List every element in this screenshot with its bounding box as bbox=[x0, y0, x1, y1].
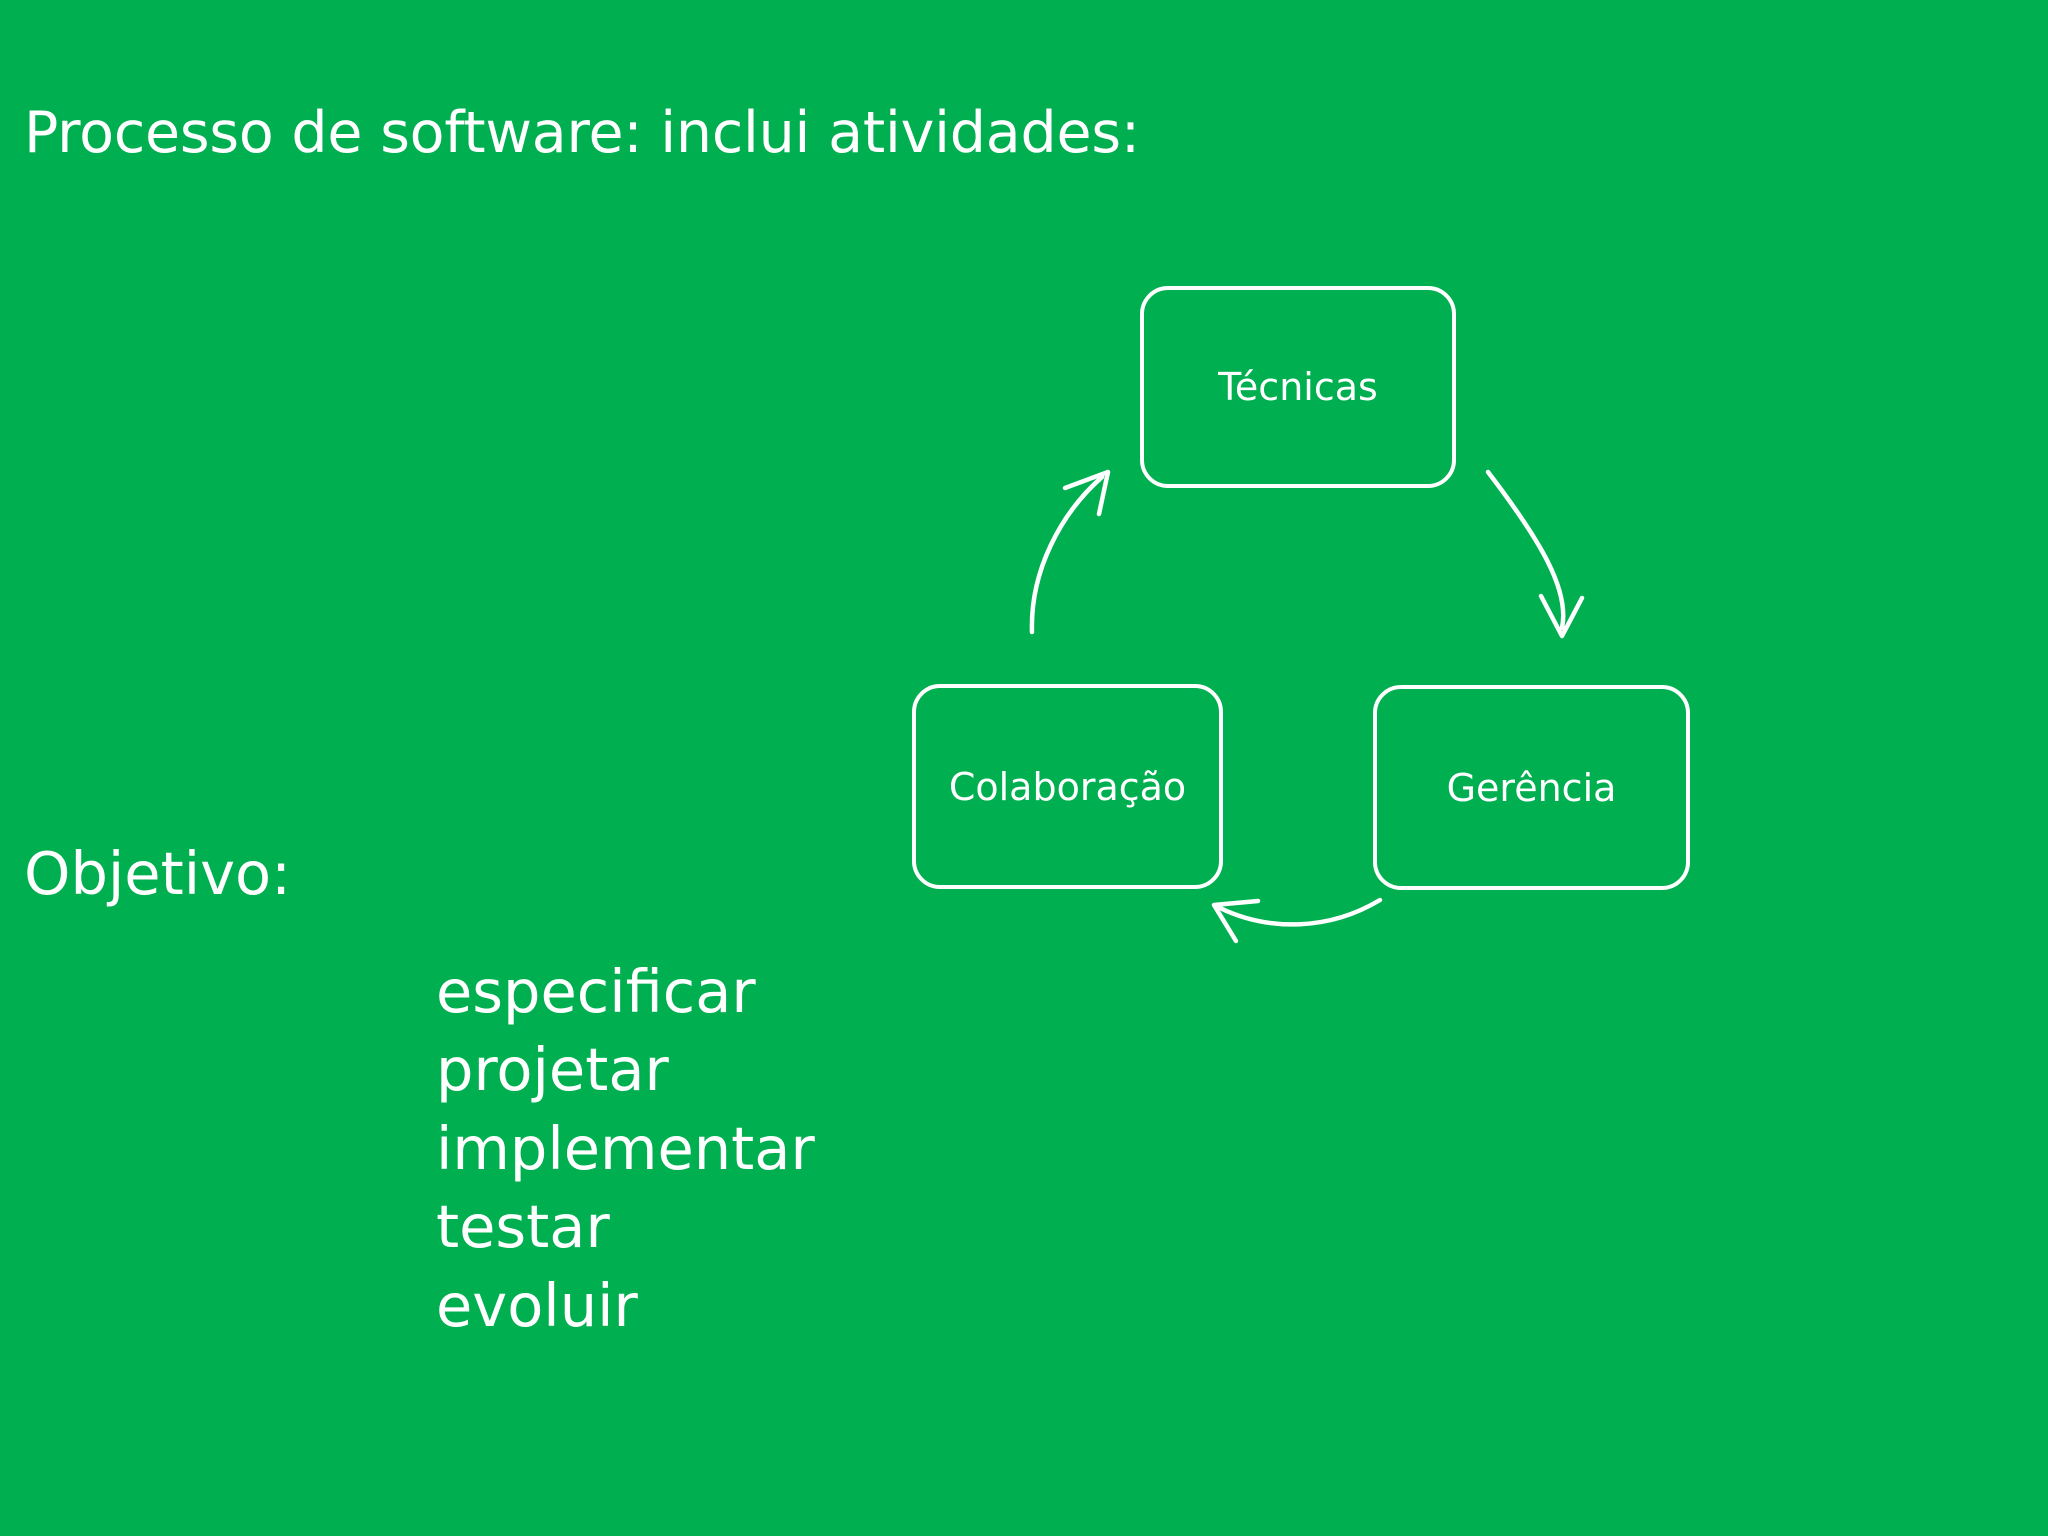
list-item: especificar bbox=[436, 957, 756, 1026]
arrow-tecnicas-to-gerencia bbox=[1485, 469, 1566, 631]
cycle-node-colaboracao[interactable]: Colaboração bbox=[912, 684, 1223, 889]
cycle-node-gerencia[interactable]: Gerência bbox=[1373, 685, 1690, 890]
arrow-gerencia-to-colaboracao-head bbox=[1211, 898, 1261, 944]
objetivo-heading: Objetivo: bbox=[24, 839, 291, 908]
cycle-node-colaboracao-label: Colaboração bbox=[948, 764, 1187, 809]
cycle-node-tecnicas-label: Técnicas bbox=[1218, 365, 1378, 409]
activity-list: especificar projetar implementar testar … bbox=[436, 953, 815, 1345]
arrow-colaboracao-to-tecnicas bbox=[1029, 474, 1105, 635]
arrow-tecnicas-to-gerencia-head bbox=[1538, 593, 1585, 639]
cycle-diagram: Técnicas Colaboração Gerência bbox=[880, 260, 1740, 960]
list-item: implementar bbox=[436, 1113, 815, 1183]
list-item: evoluir bbox=[436, 1270, 638, 1340]
cycle-node-gerencia-label: Gerência bbox=[1446, 765, 1617, 810]
list-item: projetar bbox=[436, 1035, 669, 1105]
cycle-node-tecnicas[interactable]: Técnicas bbox=[1140, 286, 1456, 488]
list-item: testar bbox=[436, 1192, 610, 1262]
arrow-colaboracao-to-tecnicas-head bbox=[1062, 469, 1111, 517]
cycle-arrows-group bbox=[1029, 469, 1585, 944]
page-title: Processo de software: inclui atividades: bbox=[24, 100, 1140, 166]
arrow-gerencia-to-colaboracao bbox=[1217, 897, 1383, 927]
